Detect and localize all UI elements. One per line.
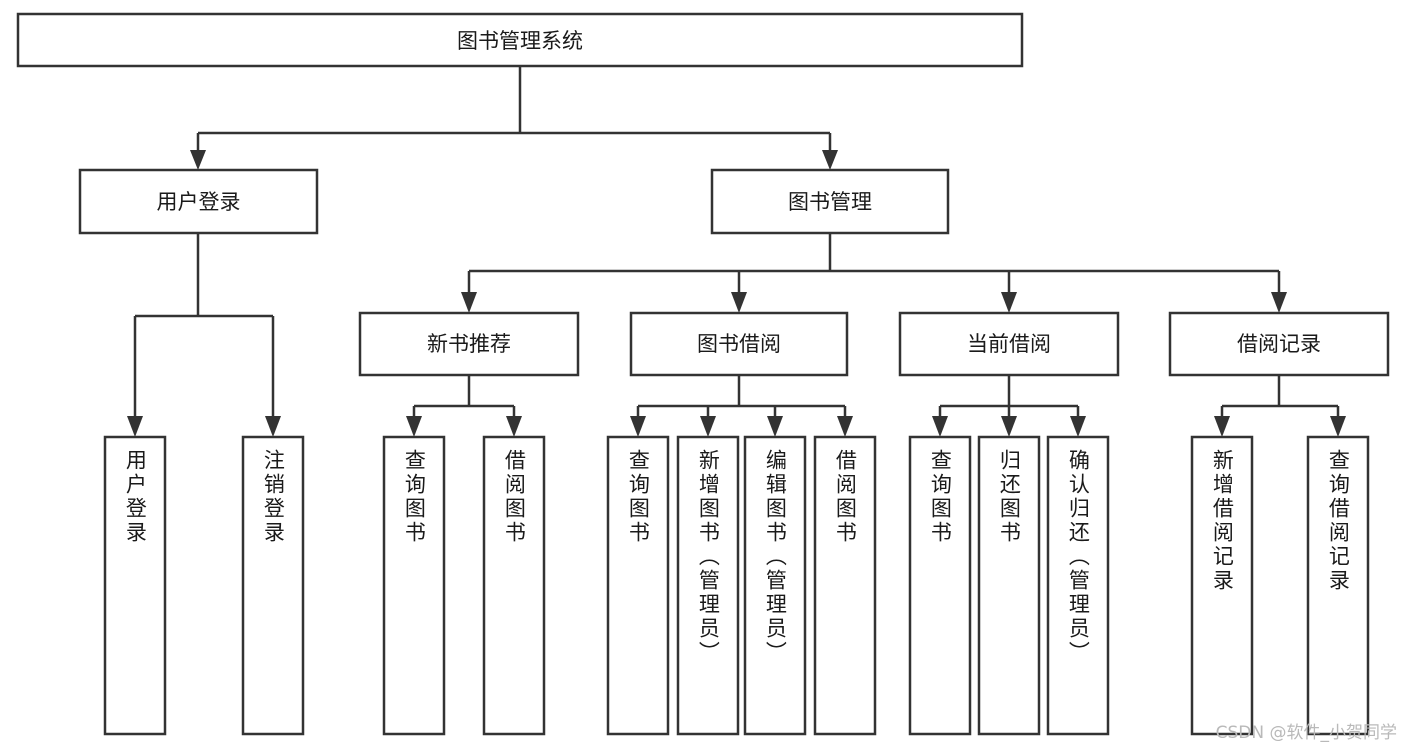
leaf-box-6[interactable] <box>743 435 807 736</box>
leaf-box-9[interactable] <box>977 435 1041 736</box>
arrow-newbook-leaf-1 <box>406 416 422 437</box>
node-borrow-record-label: 借阅记录 <box>1237 332 1321 356</box>
node-book-borrow-box[interactable] <box>629 311 849 377</box>
node-user-login-box[interactable] <box>78 168 319 235</box>
leaf-box-11[interactable] <box>1190 435 1254 736</box>
leaf-box-1[interactable] <box>241 435 305 736</box>
arrow-root-to-user <box>190 150 206 170</box>
node-book-management[interactable]: 图书管理 <box>710 168 950 235</box>
leaf-box-2[interactable] <box>382 435 446 736</box>
node-book-management-box[interactable] <box>710 168 950 235</box>
node-root[interactable]: 图书管理系统 <box>16 12 1024 68</box>
arrow-record-leaf-2 <box>1330 416 1346 437</box>
arrow-borrow-leaf-1 <box>630 416 646 437</box>
arrow-root-to-book <box>822 150 838 170</box>
node-book-borrow-label: 图书借阅 <box>697 332 781 356</box>
arrow-newbook-leaf-2 <box>506 416 522 437</box>
leaf-box-3[interactable] <box>482 435 546 736</box>
arrow-borrow-leaf-4 <box>837 416 853 437</box>
arrow-book-l3-2 <box>731 292 747 313</box>
leaf-box-4[interactable] <box>606 435 670 736</box>
arrow-current-leaf-1 <box>932 416 948 437</box>
node-book-management-label: 图书管理 <box>788 190 872 214</box>
node-user-login[interactable]: 用户登录 <box>78 168 319 235</box>
leaf-box-10[interactable] <box>1046 435 1110 736</box>
arrow-user-leaf-2 <box>265 416 281 437</box>
node-borrow-record[interactable]: 借阅记录 <box>1168 311 1390 377</box>
arrow-borrow-leaf-2 <box>700 416 716 437</box>
leaf-box-12[interactable] <box>1306 435 1370 736</box>
edges-group <box>127 66 1346 437</box>
node-book-borrow[interactable]: 图书借阅 <box>629 311 849 377</box>
arrow-book-l3-3 <box>1001 292 1017 313</box>
node-borrow-record-box[interactable] <box>1168 311 1390 377</box>
arrow-current-leaf-2 <box>1001 416 1017 437</box>
arrow-user-leaf-1 <box>127 416 143 437</box>
node-current-borrow-box[interactable] <box>898 311 1120 377</box>
arrow-borrow-leaf-3 <box>767 416 783 437</box>
leaf-box-0[interactable] <box>103 435 167 736</box>
node-root-label: 图书管理系统 <box>457 29 583 53</box>
node-new-book-recommend[interactable]: 新书推荐 <box>358 311 580 377</box>
arrow-book-l3-1 <box>461 292 477 313</box>
leaf-box-8[interactable] <box>908 435 972 736</box>
arrow-book-l3-4 <box>1271 292 1287 313</box>
leaf-box-7[interactable] <box>813 435 877 736</box>
node-user-login-label: 用户登录 <box>157 190 241 214</box>
node-new-book-recommend-label: 新书推荐 <box>427 332 511 356</box>
leaf-box-5[interactable] <box>676 435 740 736</box>
node-current-borrow[interactable]: 当前借阅 <box>898 311 1120 377</box>
leaf-boxes-group <box>103 435 1370 736</box>
node-current-borrow-label: 当前借阅 <box>967 332 1051 356</box>
node-new-book-recommend-box[interactable] <box>358 311 580 377</box>
node-root-box[interactable] <box>16 12 1024 68</box>
arrow-record-leaf-1 <box>1214 416 1230 437</box>
arrow-current-leaf-3 <box>1070 416 1086 437</box>
